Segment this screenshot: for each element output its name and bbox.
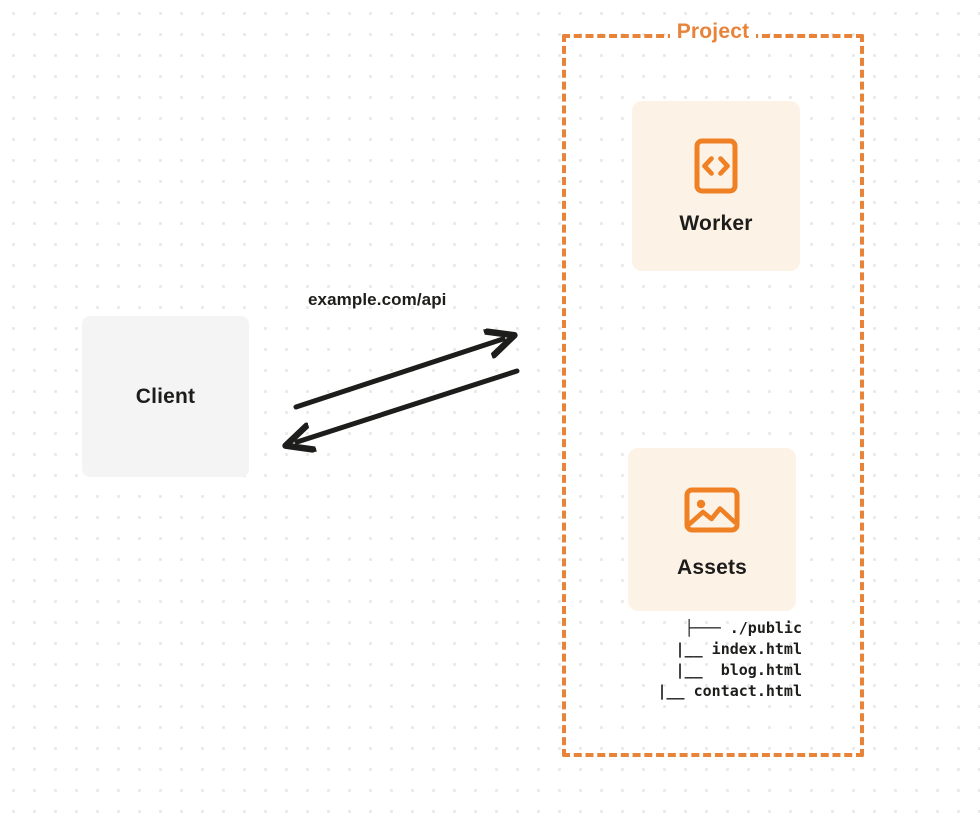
- connection-label: example.com/api: [308, 290, 447, 309]
- file-tree-line-index: |__ index.html: [648, 640, 802, 658]
- node-worker[interactable]: Worker: [632, 101, 800, 271]
- node-client-label: Client: [135, 384, 196, 408]
- assets-file-tree: ├─── ./public |__ index.html |__ blog.ht…: [604, 618, 803, 702]
- file-tree-line-blog: |__ blog.html: [648, 661, 802, 679]
- node-worker-label: Worker: [679, 212, 753, 235]
- arrow-request-client-to-project: [293, 339, 503, 410]
- code-brackets-icon: [694, 138, 738, 194]
- project-group-title: Project: [562, 20, 864, 44]
- file-tree-line-contact: |__ contact.html: [657, 682, 803, 700]
- node-assets[interactable]: Assets: [628, 448, 796, 611]
- project-group-title-text: Project: [669, 20, 757, 43]
- node-client[interactable]: Client: [82, 316, 249, 477]
- node-assets-label: Assets: [676, 555, 748, 579]
- image-picture-icon: [684, 487, 740, 532]
- file-tree-line-root: ├─── ./public: [684, 619, 802, 637]
- arrow-response-project-to-client: [297, 368, 520, 442]
